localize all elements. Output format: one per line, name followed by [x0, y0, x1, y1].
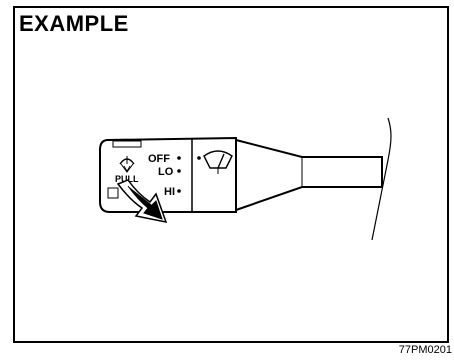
wiper-icon — [203, 150, 233, 174]
figure-code: 77PM0201 — [398, 344, 452, 356]
knob-notch — [112, 140, 142, 148]
washer-icon — [119, 156, 135, 173]
pull-label: PULL — [115, 174, 139, 184]
pull-arrow-icon — [116, 179, 168, 223]
position-lo: LO — [158, 166, 174, 178]
position-off: OFF — [148, 153, 170, 165]
knob-tab — [107, 187, 119, 199]
position-hi-dot — [177, 189, 181, 193]
figure-frame — [13, 6, 449, 343]
lever-shaft — [235, 139, 383, 211]
position-hi: HI — [164, 186, 175, 198]
position-off-dot — [177, 156, 181, 160]
steering-column-outline — [371, 117, 392, 241]
figure-title: EXAMPLE — [19, 11, 129, 36]
position-lo-dot — [177, 169, 181, 173]
indicator-dot — [197, 156, 201, 160]
